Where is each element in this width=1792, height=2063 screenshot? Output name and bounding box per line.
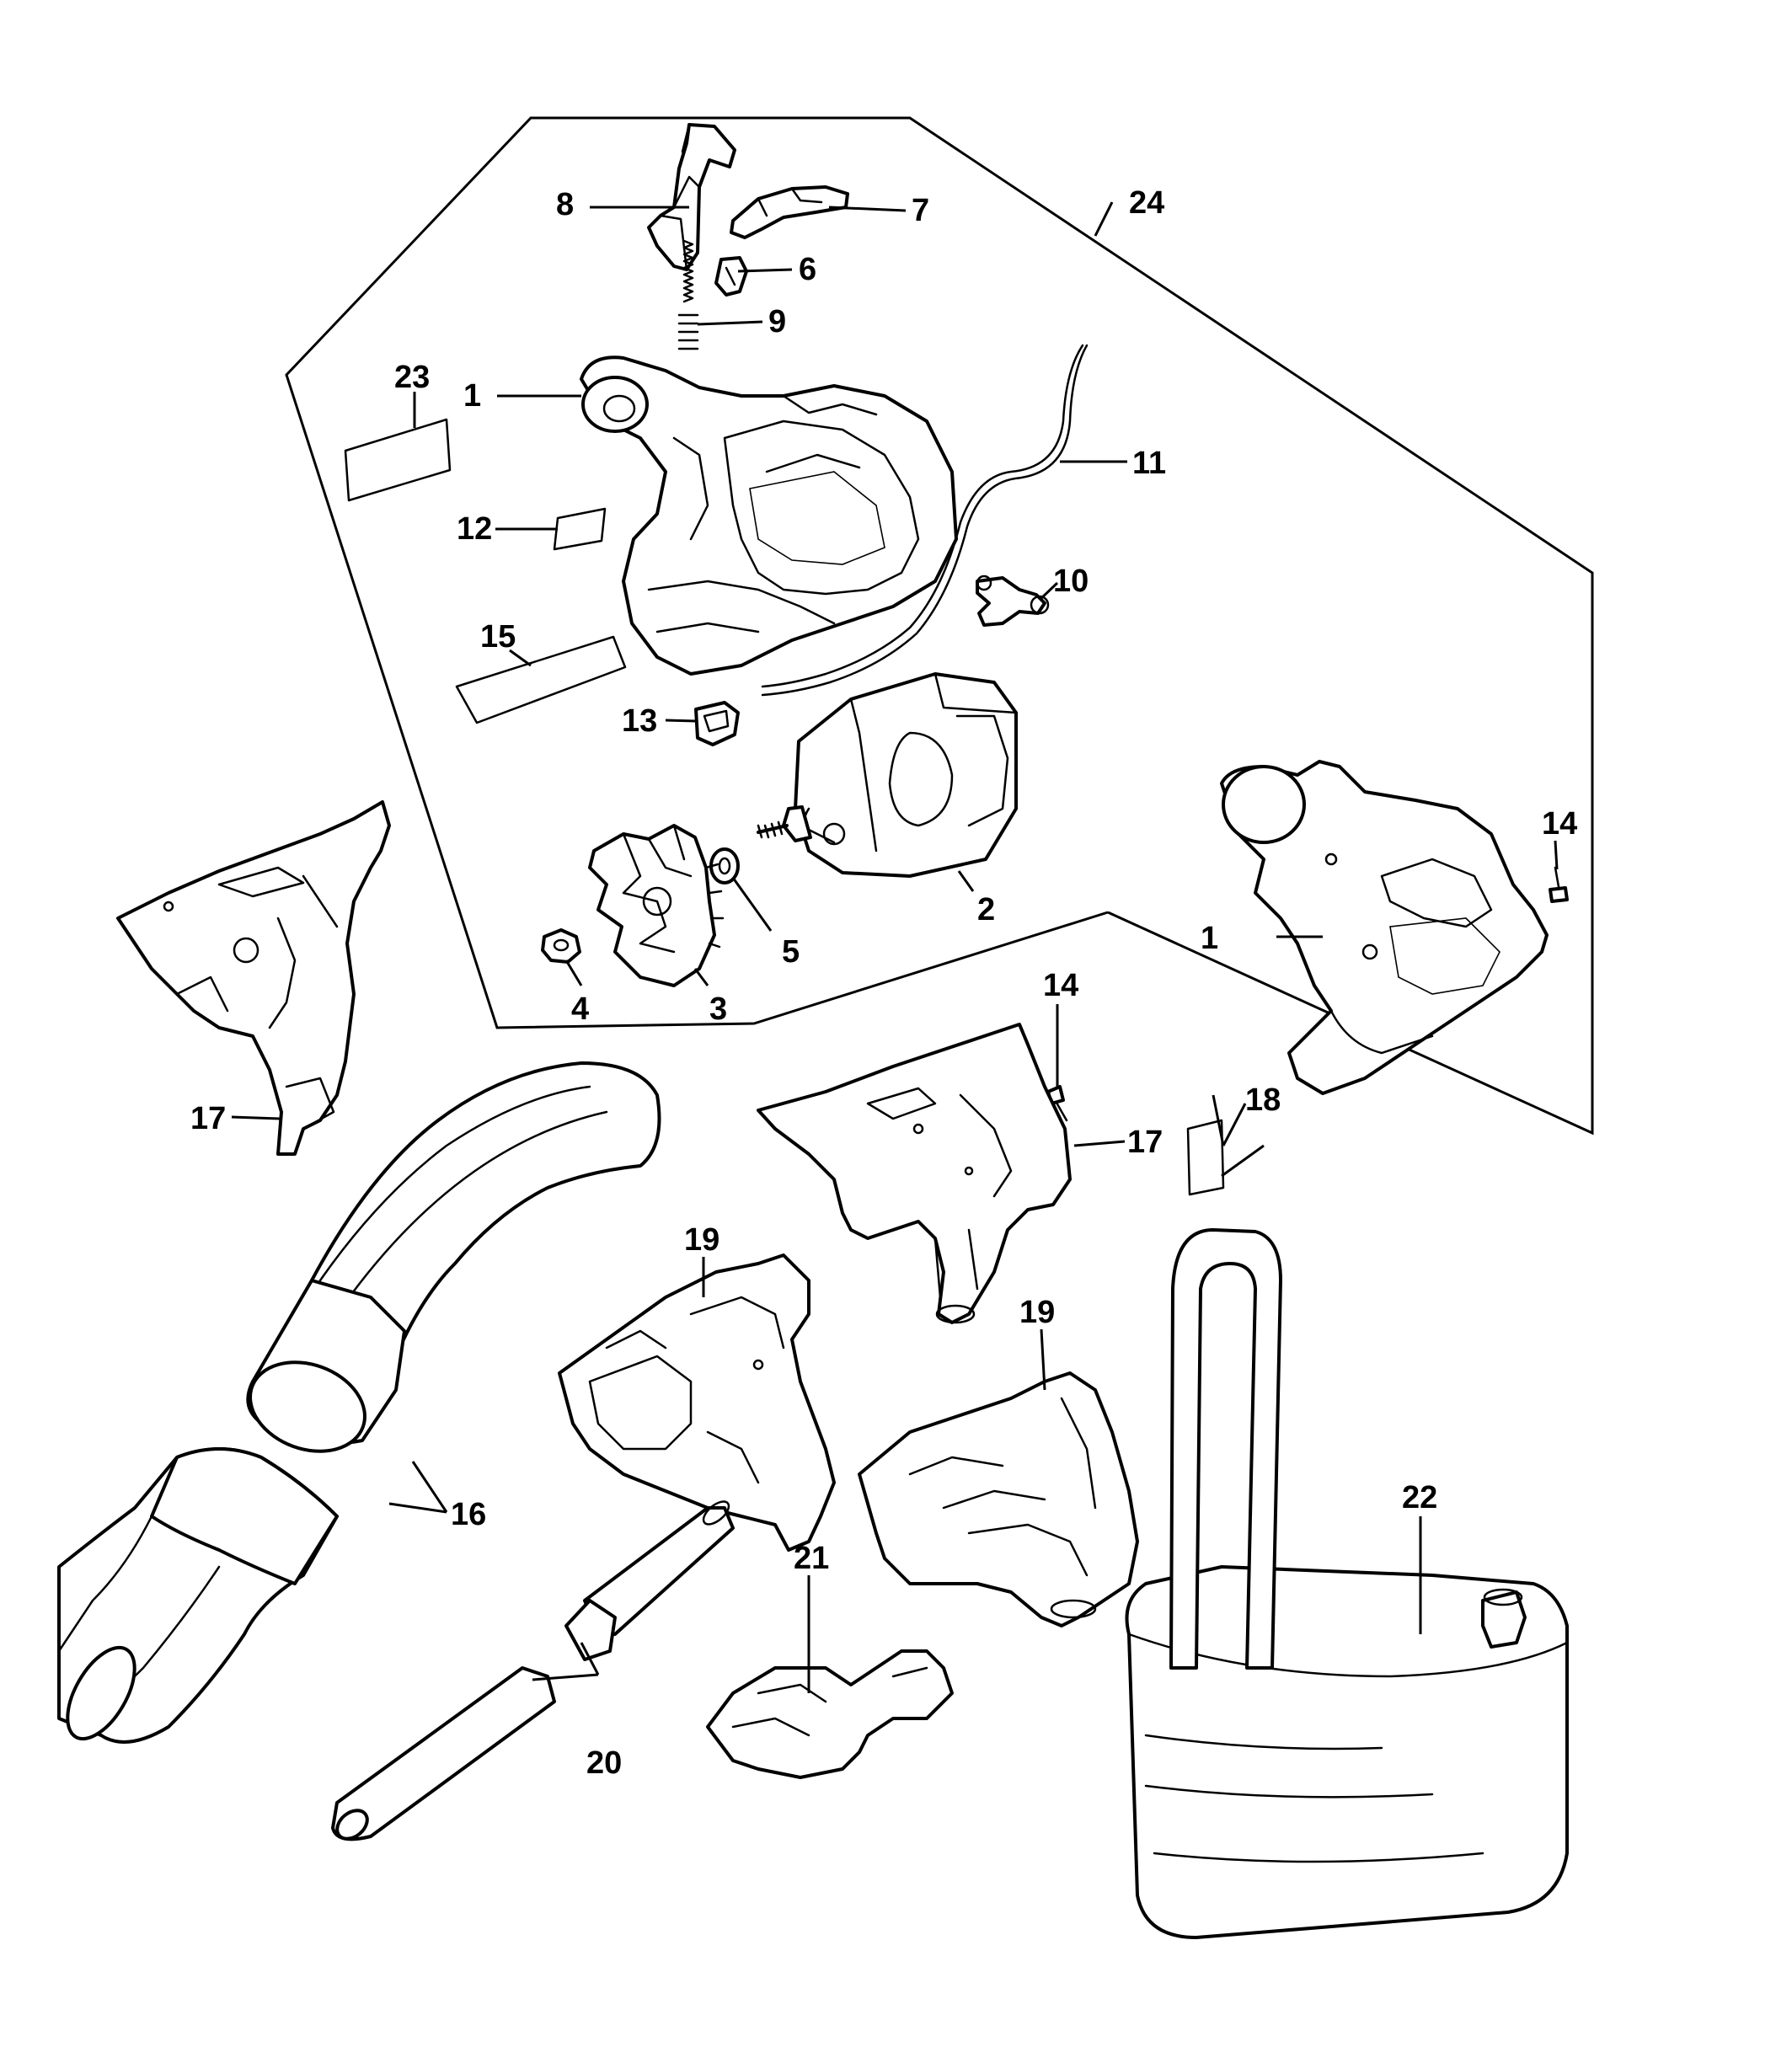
part-23-label <box>344 418 452 502</box>
part-21-adaptor <box>706 1649 954 1779</box>
callout-21: 21 <box>794 1541 829 1576</box>
part-17-nozzle-left <box>116 800 391 1156</box>
part-11-cord <box>761 344 1089 697</box>
callout-1b: 1 <box>1201 921 1218 956</box>
callout-10: 10 <box>1053 564 1089 599</box>
leader-lines <box>231 201 1559 1693</box>
part-20-tube <box>331 1500 735 1841</box>
callout-5: 5 <box>782 934 800 970</box>
callout-16: 16 <box>451 1497 486 1532</box>
part-22-bag <box>1125 1228 1569 1939</box>
callout-22: 22 <box>1402 1480 1437 1515</box>
callouts: 8 7 6 9 1 23 11 12 10 24 15 13 2 5 3 4 1… <box>190 185 1577 1781</box>
callout-14b: 14 <box>1043 968 1078 1003</box>
callout-18: 18 <box>1245 1082 1281 1118</box>
part-8-trigger <box>647 123 736 271</box>
callout-1a: 1 <box>463 378 481 414</box>
part-3-fan <box>588 824 725 987</box>
part-1-handle-left <box>580 355 958 676</box>
callout-23: 23 <box>394 360 430 395</box>
callout-17b: 17 <box>1127 1125 1163 1160</box>
callout-15: 15 <box>480 619 516 655</box>
callout-8: 8 <box>556 187 574 222</box>
callout-7: 7 <box>912 193 929 228</box>
part-16-tube-upper <box>246 1061 661 1453</box>
part-14-screw-right <box>1549 866 1569 903</box>
part-5-washer <box>709 847 740 885</box>
part-9-spring <box>677 239 699 350</box>
callout-24: 24 <box>1129 185 1164 221</box>
callout-11: 11 <box>1132 446 1166 481</box>
callout-17a: 17 <box>190 1101 226 1136</box>
part-19-housing-left <box>558 1253 836 1552</box>
callout-6: 6 <box>799 252 816 287</box>
callout-4: 4 <box>571 991 589 1027</box>
part-19-housing-right <box>858 1371 1139 1627</box>
callout-12: 12 <box>457 511 492 547</box>
callout-19b: 19 <box>1019 1295 1055 1330</box>
callout-9: 9 <box>768 304 786 339</box>
part-4-nut <box>541 928 581 964</box>
callout-19a: 19 <box>684 1222 719 1258</box>
part-12-label <box>553 507 607 551</box>
callout-2: 2 <box>977 892 995 927</box>
part-15-label <box>455 635 627 724</box>
part-1-handle-right <box>1220 760 1549 1095</box>
part-2-motor <box>757 672 1018 878</box>
part-16-tube-lower <box>57 1447 339 1744</box>
part-10-cord-clamp <box>976 575 1050 627</box>
part-13-switch <box>694 701 740 746</box>
callout-3: 3 <box>709 991 727 1027</box>
part-6-clip <box>714 256 748 297</box>
part-18-label <box>1186 1119 1225 1196</box>
callout-14a: 14 <box>1542 806 1577 842</box>
callout-13: 13 <box>622 703 657 739</box>
part-7-lock-bar <box>730 185 849 239</box>
callout-20: 20 <box>586 1745 622 1781</box>
part-17-nozzle-center <box>757 1023 1072 1324</box>
assembly-outline <box>285 116 1594 1136</box>
